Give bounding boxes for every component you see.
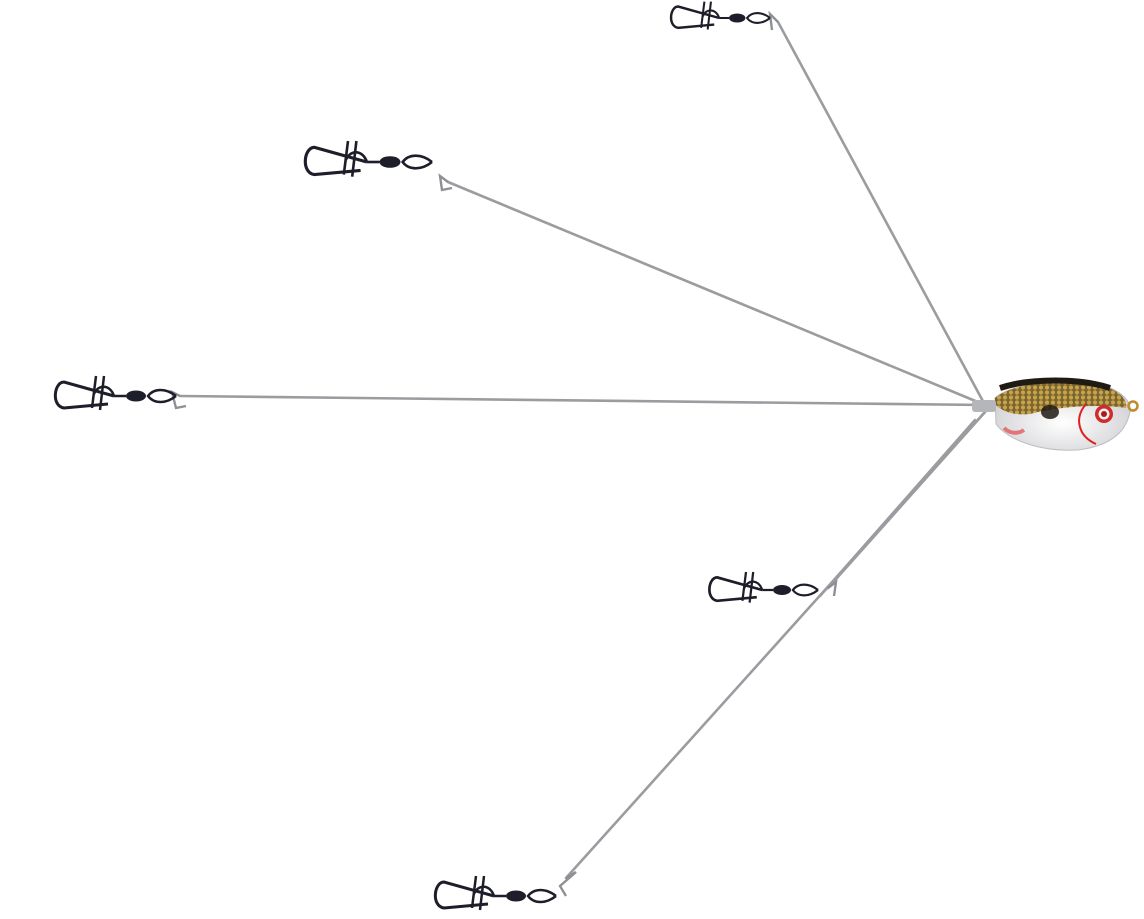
lure-head-back — [995, 381, 1127, 415]
snap-swivel-lower-short — [708, 570, 820, 604]
snap-swivel-middle — [53, 374, 178, 412]
wire-arm-upper — [446, 180, 987, 407]
wire-arm-top — [776, 20, 987, 407]
wire-hooks — [170, 10, 838, 897]
wire-arms — [178, 20, 987, 880]
wire-arm-middle — [178, 394, 987, 407]
snap-swivel-upper — [303, 139, 434, 179]
snap-swivel-lower-long — [433, 874, 558, 912]
line-tie-eyelet — [1127, 400, 1139, 412]
wire-arm-lower-inner — [818, 418, 977, 598]
lure-gill — [1078, 403, 1097, 445]
snap-swivel-top — [669, 0, 772, 31]
lure-head — [972, 377, 1139, 451]
